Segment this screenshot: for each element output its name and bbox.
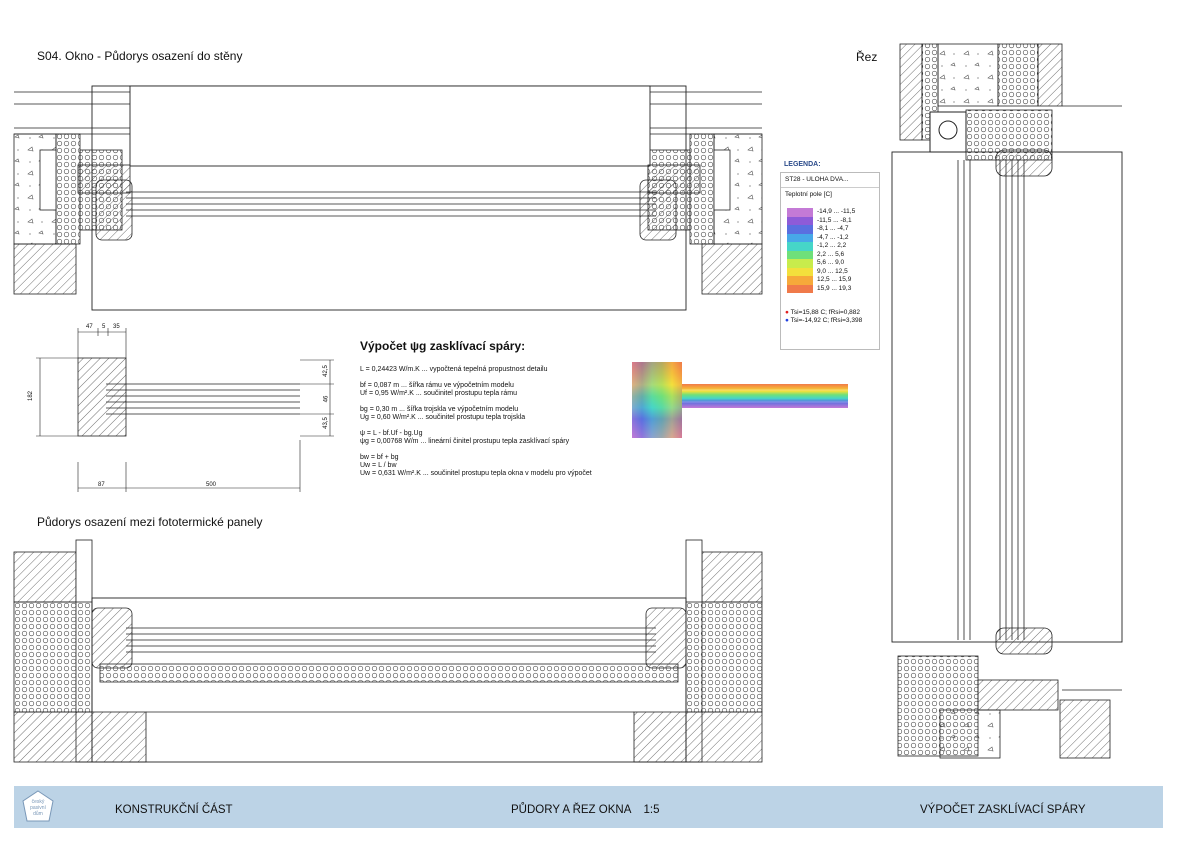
legend-range: 12,5 ... 15,9 [817, 276, 852, 284]
legend-heading: LEGENDA: [784, 161, 821, 168]
plan-panels-drawing [13, 539, 763, 763]
calc-line: bg = 0,30 m ... šířka trojskla ve výpoče… [360, 406, 519, 413]
legend-range: 15,9 ... 19,3 [817, 284, 852, 292]
calc-line [360, 422, 592, 430]
legend-range: -4,7 ... -1,2 [817, 233, 849, 241]
calc-line: ψg = 0,00768 W/m ... lineární činitel pr… [360, 438, 570, 445]
footer-bar: český pasivní dům KONSTRUKČNÍ ČÁST PŮDOR… [14, 786, 1163, 828]
dim-top-1: 47 [86, 324, 93, 330]
dim-right-2: 46 [323, 395, 330, 403]
legend-row: -14,9 ... -11,5 [787, 208, 879, 217]
plan-panels-title: Půdorys osazení mezi fototermické panely [37, 515, 263, 529]
logo-text: český pasivní dům [30, 799, 46, 817]
section-drawing [891, 43, 1123, 759]
legend-row: -1,2 ... 2,2 [787, 242, 879, 251]
legend-swatch [787, 242, 813, 251]
calc-title: Výpočet ψg zasklívací spáry: [360, 339, 526, 353]
legend-swatch [787, 267, 813, 276]
legend-row: 5,6 ... 9,0 [787, 259, 879, 268]
legend-scale: -14,9 ... -11,5-11,5 ... -8,1-8,1 ... -4… [787, 208, 879, 293]
legend-swatch [787, 225, 813, 234]
thermal-field-image [632, 362, 848, 438]
legend-notes: ● Tsi=15,88 C; fRsi=0,882 ● Tsi=-14,92 C… [785, 309, 862, 325]
legend-row: 2,2 ... 5,6 [787, 250, 879, 259]
legend-swatch [787, 250, 813, 259]
legend-note-cold: ● Tsi=-14,92 C; fRsi=3,398 [785, 317, 863, 324]
dim-right-3: 43,5 [322, 417, 329, 429]
plan-wall-title: S04. Okno - Půdorys osazení do stěny [37, 49, 243, 63]
calc-line: Ug = 0,60 W/m².K ... součinitel prostupu… [360, 414, 526, 421]
calc-line [360, 374, 592, 382]
legend-range: -14,9 ... -11,5 [817, 208, 856, 216]
legend-row: 12,5 ... 15,9 [787, 276, 879, 285]
calc-line [360, 446, 592, 454]
logo: český pasivní dům [20, 789, 56, 825]
calc-line: Uw = 0,631 W/m².K ... součinitel prostup… [360, 470, 592, 477]
legend-name: ST28 - ULOHA DVA... [781, 173, 879, 188]
legend-range: 5,6 ... 9,0 [817, 259, 845, 267]
calc-line: L = 0,24423 W/m.K ... vypočtená tepelná … [360, 366, 548, 373]
legend-note-warm: ● Tsi=15,88 C; fRsi=0,882 [785, 309, 861, 316]
legend-swatch [787, 208, 813, 217]
calc-line: Uw = L / bw [360, 462, 397, 469]
dim-bottom-1: 87 [98, 482, 105, 488]
dimension-detail [36, 328, 334, 492]
legend-row: -11,5 ... -8,1 [787, 216, 879, 225]
legend-row: -8,1 ... -4,7 [787, 225, 879, 234]
calc-line: bw = bf + bg [360, 454, 399, 461]
plan-wall-drawing [13, 85, 763, 311]
legend-range: 2,2 ... 5,6 [817, 250, 845, 258]
legend-row: -4,7 ... -1,2 [787, 233, 879, 242]
footer-center: PŮDORY A ŘEZ OKNA 1:5 [511, 804, 660, 816]
section-title: Řez [856, 50, 878, 64]
legend-swatch [787, 216, 813, 225]
legend-swatch [787, 276, 813, 285]
dim-bottom-2: 500 [206, 482, 217, 488]
footer-right: VÝPOČET ZASKLÍVACÍ SPÁRY [920, 804, 1086, 816]
legend-range: -11,5 ... -8,1 [817, 216, 852, 224]
dim-top-2: 5 [102, 324, 106, 330]
legend-swatch [787, 284, 813, 293]
logo-icon [22, 790, 54, 822]
calc-line: ψ = L - bf.Uf - bg.Ug [360, 430, 423, 437]
legend-row: 15,9 ... 19,3 [787, 284, 879, 293]
calc-line [360, 398, 592, 406]
legend-swatch [787, 233, 813, 242]
legend-panel: ST28 - ULOHA DVA... Teplotní pole [C] -1… [780, 172, 880, 350]
calc-line: bf = 0,087 m ... šířka rámu ve výpočetní… [360, 382, 514, 389]
calc-line: Uf = 0,95 W/m².K ... součinitel prostupu… [360, 390, 517, 397]
footer-left: KONSTRUKČNÍ ČÁST [115, 804, 233, 816]
dim-top-3: 35 [113, 324, 120, 330]
dim-left: 182 [28, 390, 35, 402]
legend-range: -8,1 ... -4,7 [817, 225, 849, 233]
legend-range: -1,2 ... 2,2 [817, 242, 847, 250]
legend-field: Teplotní pole [C] [785, 191, 832, 198]
dim-right-1: 42,5 [322, 365, 329, 377]
legend-range: 9,0 ... 12,5 [817, 267, 848, 275]
calc-block: L = 0,24423 W/m.K ... vypočtená tepelná … [360, 366, 592, 478]
legend-swatch [787, 259, 813, 268]
legend-row: 9,0 ... 12,5 [787, 267, 879, 276]
